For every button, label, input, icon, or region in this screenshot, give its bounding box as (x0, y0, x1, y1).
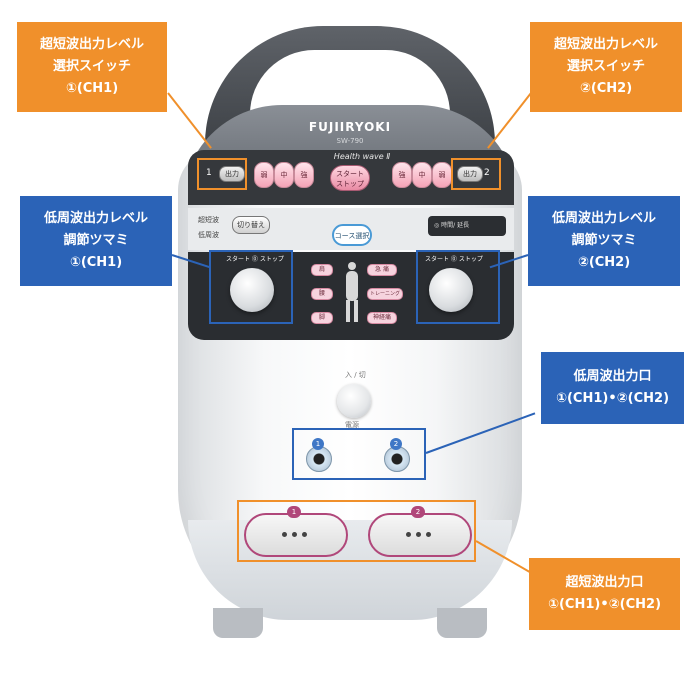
left-foot (213, 608, 263, 638)
power-label-top: 入 / 切 (345, 371, 366, 379)
ch2-number: 2 (484, 168, 490, 178)
level-mid-ch1[interactable]: 中 (274, 162, 294, 188)
highlight-lf-output (292, 428, 426, 480)
highlight-sw-select-ch2 (451, 158, 501, 190)
level-weak-ch2[interactable]: 弱 (432, 162, 452, 188)
level-mid-ch2[interactable]: 中 (412, 162, 432, 188)
course-grid: 肩 腰 脚 急 痛 トレーニング 神経痛 (305, 258, 403, 332)
timer-display[interactable]: ◎ 時間/ 延長 (428, 216, 506, 236)
callout-lf-knob-ch1-text: 低周波出力レベル 調節ツマミ ①(CH1) (43, 211, 148, 270)
sw-output-port-ch2[interactable] (368, 513, 472, 557)
callout-sw-output-text: 超短波出力口 ①(CH1)•②(CH2) (547, 575, 662, 612)
power-label-bottom: 電源 (345, 421, 359, 429)
start-stop-button[interactable]: スタート ストップ (330, 165, 370, 191)
course-acute[interactable]: 急 痛 (367, 264, 397, 276)
right-foot (437, 608, 487, 638)
callout-lf-knob-ch2-text: 低周波出力レベル 調節ツマミ ②(CH2) (551, 211, 656, 270)
callout-lf-knob-ch2: 低周波出力レベル 調節ツマミ ②(CH2) (528, 196, 680, 286)
course-leg[interactable]: 脚 (311, 312, 333, 324)
course-select-button[interactable]: コース選択 (332, 224, 372, 246)
lf-level-knob-ch2[interactable] (429, 268, 473, 312)
mode-switch-button[interactable]: 切り替え (232, 216, 270, 234)
callout-sw-select-ch2: 超短波出力レベル 選択スイッチ ②(CH2) (530, 22, 682, 112)
course-neuralgia[interactable]: 神経痛 (367, 312, 397, 324)
callout-sw-select-ch1-text: 超短波出力レベル 選択スイッチ ①(CH1) (39, 37, 144, 96)
series-name: Health wave Ⅱ (333, 152, 391, 161)
highlight-sw-output (237, 500, 476, 562)
course-training[interactable]: トレーニング (367, 288, 403, 300)
level-strong-ch2[interactable]: 強 (392, 162, 412, 188)
start-stop-label: スタート ストップ (336, 170, 364, 188)
lf-output-port-ch1[interactable] (306, 446, 332, 472)
ch1-number: 1 (206, 168, 212, 178)
sw-output-port-ch1[interactable] (244, 513, 348, 557)
lf-level-knob-ch1[interactable] (230, 268, 274, 312)
callout-lf-output: 低周波出力口 ①(CH1)•②(CH2) (541, 352, 684, 424)
level-strong-ch1[interactable]: 強 (294, 162, 314, 188)
knob-ch1-label: スタート ⓪ ストップ (226, 256, 284, 263)
highlight-sw-select-ch1 (197, 158, 247, 190)
level-weak-ch1[interactable]: 弱 (254, 162, 274, 188)
mode-ultrashort-label: 超短波 (198, 216, 219, 224)
callout-sw-select-ch1: 超短波出力レベル 選択スイッチ ①(CH1) (17, 22, 167, 112)
highlight-lf-knob-ch2 (416, 250, 500, 324)
model-number: SW-790 (336, 137, 364, 145)
callout-lf-knob-ch1: 低周波出力レベル 調節ツマミ ①(CH1) (20, 196, 172, 286)
brand-logo: FUJIIRYOKI (308, 120, 392, 134)
sw-port-number-1: 1 (287, 506, 301, 518)
callout-lf-output-text: 低周波出力口 ①(CH1)•②(CH2) (555, 369, 670, 406)
lf-port-number-2: 2 (390, 438, 402, 450)
callout-sw-select-ch2-text: 超短波出力レベル 選択スイッチ ②(CH2) (553, 37, 658, 96)
course-shoulder[interactable]: 肩 (311, 264, 333, 276)
callout-sw-output: 超短波出力口 ①(CH1)•②(CH2) (529, 558, 680, 630)
power-button[interactable] (337, 384, 371, 418)
lf-port-number-1: 1 (312, 438, 324, 450)
course-back[interactable]: 腰 (311, 288, 333, 300)
lf-output-port-ch2[interactable] (384, 446, 410, 472)
knob-ch2-label: スタート ⓪ ストップ (425, 256, 483, 263)
sw-port-number-2: 2 (411, 506, 425, 518)
sw-select-button-ch2[interactable]: 出力 (457, 166, 483, 182)
body-figure-icon (339, 262, 365, 324)
mode-low-freq-label: 低周波 (198, 231, 219, 239)
highlight-lf-knob-ch1 (209, 250, 293, 324)
sw-select-button-ch1[interactable]: 出力 (219, 166, 245, 182)
